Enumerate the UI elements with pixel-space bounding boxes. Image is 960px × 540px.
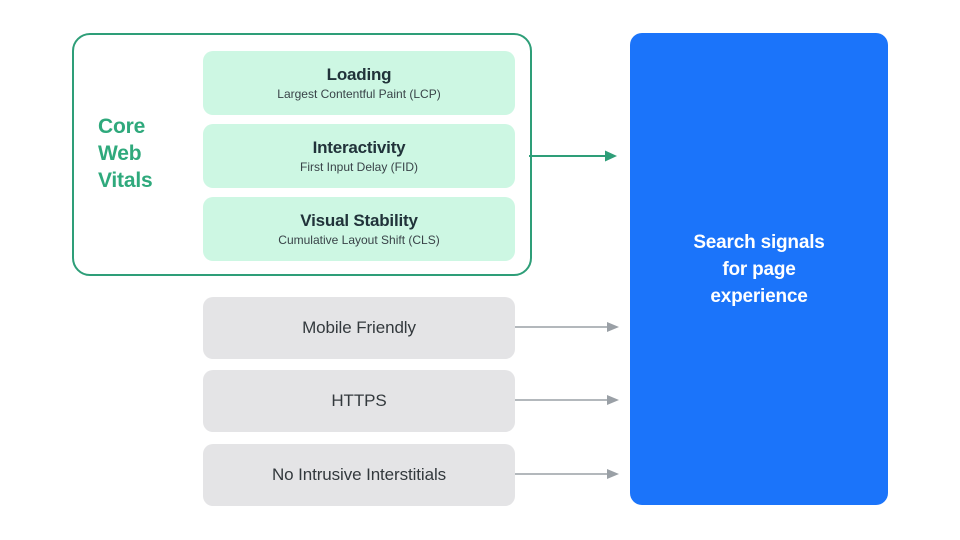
arrow-right-gray-mobile-icon	[515, 322, 619, 332]
arrow-right-gray-interstitials-icon	[515, 469, 619, 479]
vital-subtitle-loading: Largest Contentful Paint (LCP)	[277, 86, 441, 101]
outcome-panel-text: Search signals for page experience	[693, 231, 825, 307]
vital-subtitle-visual-stability: Cumulative Layout Shift (CLS)	[278, 232, 440, 247]
signal-label-mobile-friendly: Mobile Friendly	[302, 318, 416, 337]
core-web-vitals-group-label: Core Web Vitals	[98, 115, 153, 192]
signal-card-mobile-friendly: Mobile Friendly	[203, 297, 515, 359]
arrow-right-green-icon	[529, 150, 617, 162]
arrow-right-gray-https-icon	[515, 395, 619, 405]
vital-card-interactivity: Interactivity First Input Delay (FID)	[203, 124, 515, 188]
vital-title-visual-stability: Visual Stability	[300, 210, 418, 230]
signal-label-no-intrusive-interstitials: No Intrusive Interstitials	[271, 465, 447, 484]
vital-title-interactivity: Interactivity	[312, 137, 406, 157]
core-web-vitals-group	[72, 33, 532, 276]
vital-card-loading: Loading Largest Contentful Paint (LCP)	[203, 51, 515, 115]
vital-subtitle-interactivity: First Input Delay (FID)	[299, 159, 419, 174]
vital-title-loading: Loading	[326, 64, 392, 84]
vital-card-visual-stability: Visual Stability Cumulative Layout Shift…	[203, 197, 515, 261]
signal-card-https: HTTPS	[203, 370, 515, 432]
signal-card-no-intrusive-interstitials: No Intrusive Interstitials	[203, 444, 515, 506]
outcome-panel-search-signals: Search signals for page experience	[630, 33, 888, 505]
signal-label-https: HTTPS	[331, 391, 387, 410]
